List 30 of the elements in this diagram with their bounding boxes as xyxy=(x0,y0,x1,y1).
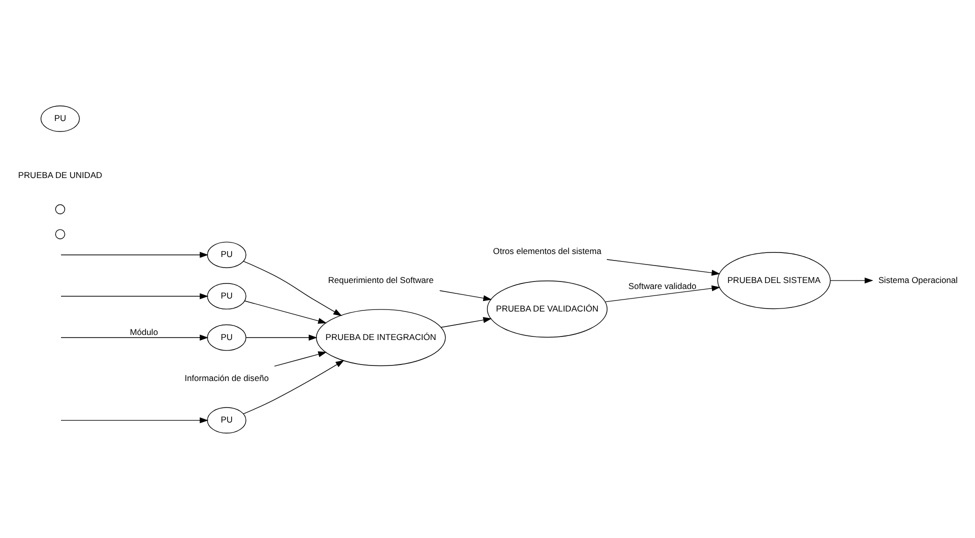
node-text: Requerimiento del Software xyxy=(328,274,434,284)
node-ellipse: PU xyxy=(207,324,246,350)
node-circle xyxy=(55,204,66,214)
arrow xyxy=(60,416,208,423)
node-ellipse: PU xyxy=(40,105,80,132)
node-ellipse: PRUEBA DE VALIDACIÓN xyxy=(486,280,608,338)
label: PRUEBA DE UNIDAD xyxy=(18,169,102,180)
node-text: Otros elementos del sistema xyxy=(493,246,602,256)
arrow xyxy=(60,292,208,299)
node-text: Sistema Operacional xyxy=(878,274,958,284)
node-circle xyxy=(55,228,66,239)
arrow xyxy=(246,334,318,340)
node-ellipse: PU xyxy=(207,406,246,433)
arrow xyxy=(439,290,492,301)
node-text: Información de diseño xyxy=(184,372,269,383)
arrow xyxy=(244,300,327,324)
edge-label: Software validado xyxy=(628,280,696,290)
arrow xyxy=(243,260,342,316)
arrow xyxy=(60,334,208,340)
node-ellipse: PU xyxy=(207,282,246,309)
arrow xyxy=(60,251,208,258)
arrow xyxy=(605,284,720,302)
edge-label: Módulo xyxy=(130,326,158,337)
arrow xyxy=(830,277,874,284)
arrow xyxy=(274,350,327,366)
arrow xyxy=(243,360,344,414)
arrow xyxy=(606,258,720,276)
node-ellipse: PU xyxy=(207,241,246,268)
arrow xyxy=(440,316,492,328)
node-ellipse: PRUEBA DEL SISTEMA xyxy=(717,252,831,309)
